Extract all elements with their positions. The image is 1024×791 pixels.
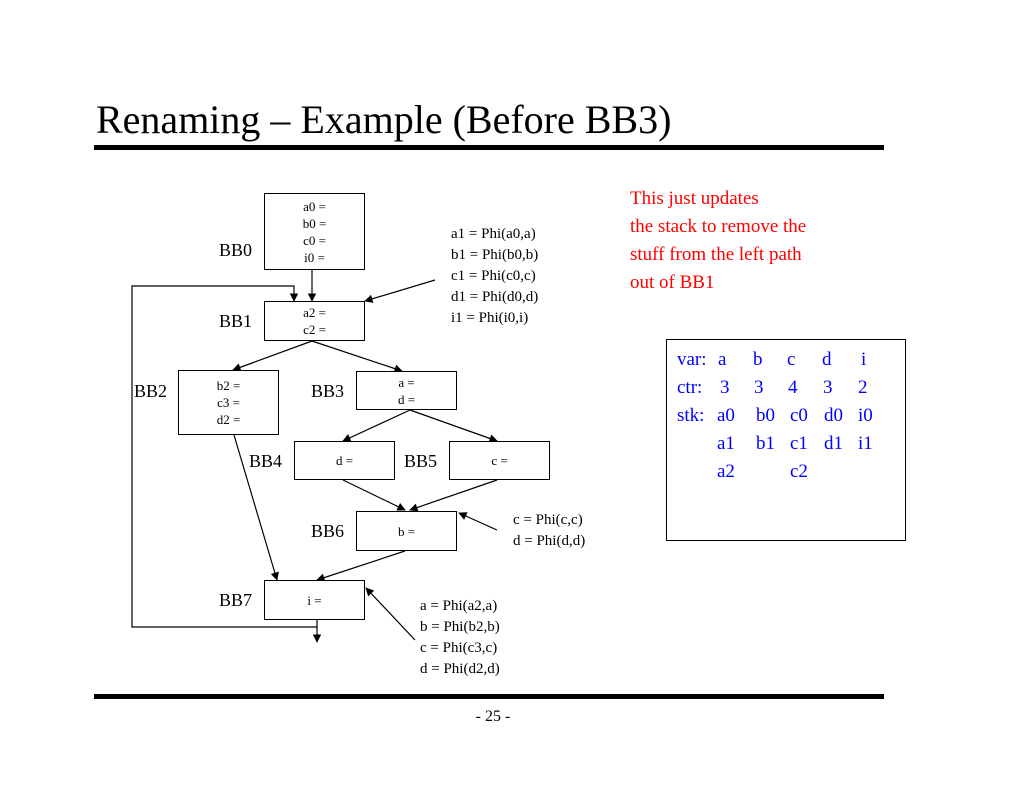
- block-bb4: d =: [294, 441, 395, 480]
- edge-bb3-bb4: [342, 409, 411, 442]
- block-line: b =: [397, 523, 416, 539]
- ctr-label: ctr:: [677, 377, 703, 398]
- stk-cell: i0: [858, 405, 873, 426]
- phi-annotation-bb7: a = Phi(a2,a) b = Phi(b2,b) c = Phi(c3,c…: [420, 596, 500, 680]
- note-line: This just updates: [630, 188, 759, 209]
- block-line: c =: [491, 453, 508, 468]
- ctr-cell: 3: [720, 377, 730, 398]
- label-bb7: BB7: [219, 590, 253, 610]
- block-line: b2 =: [216, 378, 241, 393]
- label-bb3: BB3: [311, 381, 345, 401]
- stk-cell: a2: [717, 461, 735, 482]
- label-bb5: BB5: [404, 451, 438, 471]
- stk-cell: b0: [756, 405, 775, 426]
- footer-rule: [94, 694, 884, 699]
- page-number: - 25 -: [475, 708, 511, 725]
- stk-cell: d0: [824, 405, 843, 426]
- ctr-cell: 3: [754, 377, 764, 398]
- edge-bb7-bb1-loop: [131, 285, 317, 628]
- block-line: d =: [397, 391, 416, 407]
- block-line: i0 =: [304, 249, 325, 265]
- block-line: b0 =: [302, 215, 327, 231]
- phi-line: c = Phi(c3,c): [420, 640, 498, 656]
- var-cell: b: [753, 349, 763, 370]
- block-bb2: b2 = c3 = d2 =: [178, 370, 279, 435]
- stk-label: stk:: [677, 405, 705, 426]
- label-bb2: BB2: [134, 381, 168, 401]
- block-bb1: a2 = c2 =: [264, 301, 365, 341]
- block-line: a =: [398, 374, 415, 390]
- stk-cell: c0: [790, 405, 808, 426]
- label-bb4: BB4: [249, 451, 283, 471]
- var-cell: a: [718, 349, 727, 370]
- phi-line: b1 = Phi(b0,b): [451, 247, 539, 263]
- title-rule: [94, 145, 884, 150]
- stk-cell: i1: [858, 433, 873, 454]
- block-bb0: a0 = b0 = c0 = i0 =: [264, 193, 365, 270]
- block-line: a2 =: [303, 305, 326, 320]
- var-cell: i: [861, 349, 867, 370]
- phi-line: c1 = Phi(c0,c): [451, 268, 536, 284]
- phi-annotation-bb1: a1 = Phi(a0,a) b1 = Phi(b0,b) c1 = Phi(c…: [451, 224, 538, 329]
- stk-cell: b1: [756, 433, 775, 454]
- stk-cell: c2: [790, 461, 808, 482]
- phi-pointer-bb6: [458, 512, 498, 531]
- label-bb6: BB6: [311, 521, 345, 541]
- var-cell: c: [787, 349, 796, 370]
- block-line: a0 =: [303, 198, 326, 214]
- block-bb6: b =: [356, 511, 457, 551]
- slide-title: Renaming – Example (Before BB3): [96, 97, 672, 142]
- var-label: var:: [677, 349, 707, 370]
- edge-bb3-bb5: [409, 409, 498, 443]
- stk-cell: d1: [824, 433, 843, 454]
- note-line: the stack to remove the: [630, 216, 807, 237]
- note-line: out of BB1: [630, 272, 715, 293]
- block-line: c3 =: [217, 395, 240, 410]
- label-bb1: BB1: [219, 311, 253, 331]
- block-line: i =: [307, 592, 322, 608]
- block-line: c0 =: [303, 232, 326, 248]
- note-line: stuff from the left path: [630, 244, 802, 265]
- phi-line: b = Phi(b2,b): [420, 619, 500, 635]
- phi-pointer-bb1: [364, 279, 436, 303]
- edge-bb1-bb3: [311, 340, 403, 373]
- stk-cell: c1: [790, 433, 808, 454]
- edge-bb6-bb7: [316, 550, 406, 582]
- phi-line: i1 = Phi(i0,i): [451, 310, 529, 326]
- edge-bb2-bb7: [233, 434, 279, 581]
- phi-line: d = Phi(d,d): [513, 533, 586, 549]
- label-bb0: BB0: [219, 240, 253, 260]
- edge-bb4-bb6: [342, 479, 406, 511]
- var-cell: d: [822, 349, 832, 370]
- phi-annotation-bb6: c = Phi(c,c) d = Phi(d,d): [513, 510, 585, 552]
- ctr-cell: 4: [788, 377, 798, 398]
- explanation-note: This just updates the stack to remove th…: [630, 185, 870, 297]
- block-line: d =: [335, 453, 354, 468]
- ctr-cell: 2: [858, 377, 868, 398]
- stk-cell: a1: [717, 433, 735, 454]
- ctr-cell: 3: [823, 377, 833, 398]
- block-bb5: c =: [449, 441, 550, 480]
- phi-pointer-bb7: [365, 587, 416, 641]
- stk-cell: a0: [717, 405, 735, 426]
- phi-line: a1 = Phi(a0,a): [451, 226, 536, 242]
- block-line: d2 =: [216, 412, 241, 427]
- phi-line: d = Phi(d2,d): [420, 661, 500, 677]
- block-bb7: i =: [264, 580, 365, 620]
- block-line: c2 =: [303, 322, 326, 337]
- phi-line: a = Phi(a2,a): [420, 598, 498, 614]
- block-bb3: a = d =: [356, 371, 457, 410]
- phi-line: d1 = Phi(d0,d): [451, 289, 539, 305]
- rename-stack-table: var: a b c d i ctr: 3 3 4 3 2 stk: a0 b0…: [666, 339, 906, 541]
- edge-bb1-bb2: [232, 340, 313, 372]
- edge-bb5-bb6: [409, 479, 498, 512]
- phi-line: c = Phi(c,c): [513, 512, 583, 528]
